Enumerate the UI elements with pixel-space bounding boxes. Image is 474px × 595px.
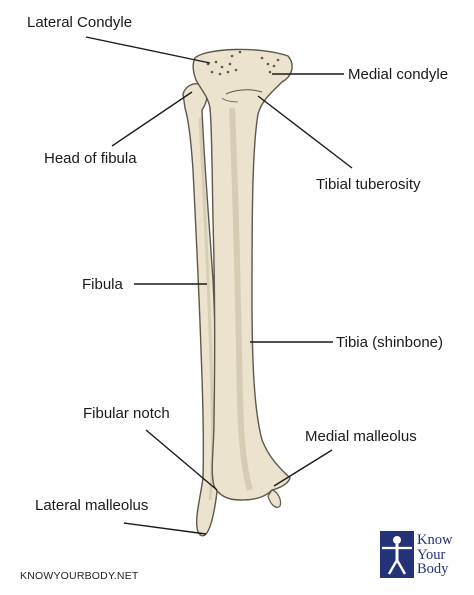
leader-lines (85, 36, 353, 535)
label-medial-malleolus: Medial malleolus (305, 428, 417, 445)
brand-figure-icon (380, 531, 414, 578)
brand-line-1: Know (417, 532, 453, 548)
label-medial-condyle: Medial condyle (348, 66, 449, 83)
tibia-bone (192, 48, 293, 508)
brand-line-2: Your (417, 546, 446, 563)
label-fibular-notch: Fibular notch (83, 405, 170, 422)
label-lateral-condyle: Lateral Condyle (27, 14, 133, 31)
label-head-of-fibula: Head of fibula (44, 150, 137, 167)
label-fibula: Fibula (82, 276, 123, 293)
label-tibial-tuberosity: Tibial tuberosity (316, 176, 421, 193)
website-footer: KNOWYOURBODY.NET (20, 570, 139, 582)
brand-logo: Know Your Body (380, 531, 460, 578)
brand-name: Know Your Body (417, 533, 452, 577)
brand-line-3: Body (417, 561, 449, 577)
label-lateral-malleolus: Lateral malleolus (35, 497, 149, 514)
label-tibia: Tibia (shinbone) (336, 334, 443, 351)
